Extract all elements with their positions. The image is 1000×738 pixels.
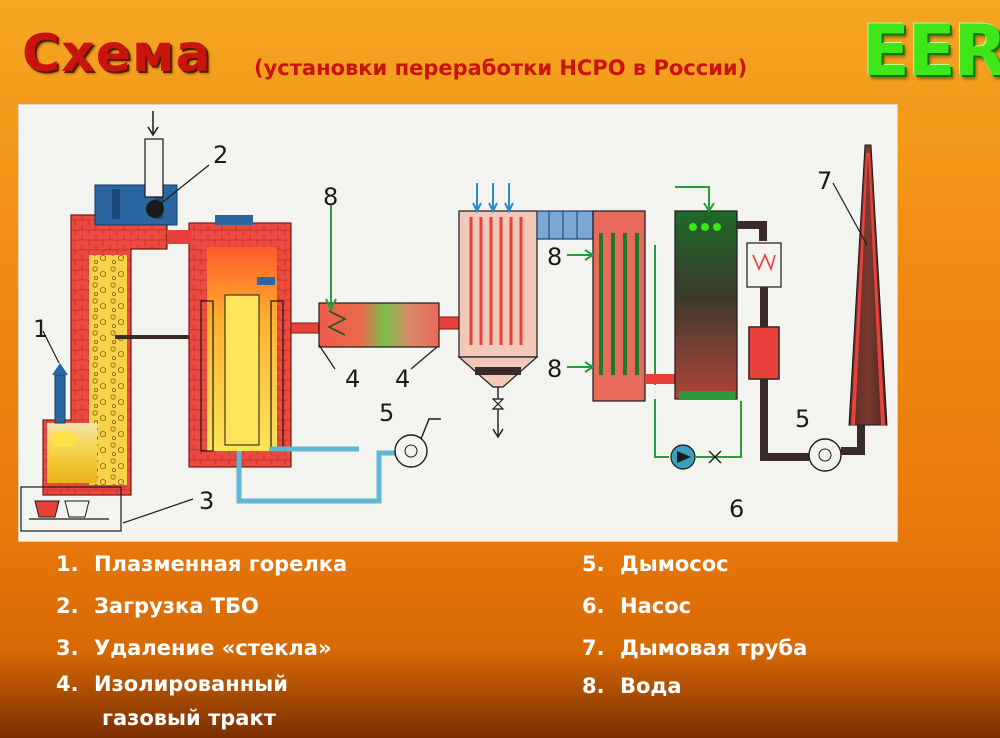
- afterburner-chamber: [167, 215, 292, 468]
- callout-4a: 4: [345, 365, 360, 393]
- flue-gas-line: [737, 221, 865, 472]
- leader-lines: [42, 164, 868, 524]
- diagram-panel: 1 2 3 4 4 5 5 6 7 8 8 8: [18, 104, 898, 542]
- legend-item-5: 5.Дымосос: [582, 552, 729, 576]
- legend-item-3: 3.Удаление «стекла»: [56, 636, 332, 660]
- callout-8a: 8: [323, 183, 338, 211]
- callout-8b: 8: [547, 243, 562, 271]
- callout-8c: 8: [547, 355, 562, 383]
- legend-item-8: 8.Вода: [582, 674, 682, 698]
- legend-item-7: 7.Дымовая труба: [582, 636, 808, 660]
- callout-5b: 5: [795, 405, 810, 433]
- callout-4b: 4: [395, 365, 410, 393]
- feed-hopper: [94, 111, 178, 226]
- glass-removal: [20, 486, 122, 532]
- plasma-torch: [52, 363, 68, 424]
- eer-logo: EER: [862, 10, 1000, 92]
- recirculation-fan-line: [236, 418, 441, 504]
- legend-item-1: 1.Плазменная горелка: [56, 552, 348, 576]
- callout-5a: 5: [379, 399, 394, 427]
- plant-schematic: 1 2 3 4 4 5 5 6 7 8 8 8: [20, 111, 888, 532]
- water-cooler: [567, 210, 675, 402]
- insulated-gas-duct: [290, 205, 462, 348]
- callout-1: 1: [33, 315, 48, 343]
- callout-2: 2: [213, 141, 228, 169]
- callout-3: 3: [199, 487, 214, 515]
- smoke-stack: [848, 144, 888, 426]
- page-title: Схема: [22, 24, 212, 84]
- legend-item-6: 6.Насос: [582, 594, 692, 618]
- callout-7: 7: [817, 167, 832, 195]
- legend-item-4-cont: газовый тракт: [102, 706, 276, 730]
- shaft-furnace: [42, 214, 199, 496]
- legend-item-4: 4.Изолированный: [56, 672, 288, 696]
- page-subtitle: (установки переработки НСРО в России): [254, 56, 748, 80]
- legend-item-2: 2.Загрузка ТБО: [56, 594, 259, 618]
- scrubber-column: [674, 186, 738, 400]
- water-pump-loop: [654, 399, 742, 470]
- quench-column: [457, 183, 594, 439]
- callout-6: 6: [729, 495, 744, 523]
